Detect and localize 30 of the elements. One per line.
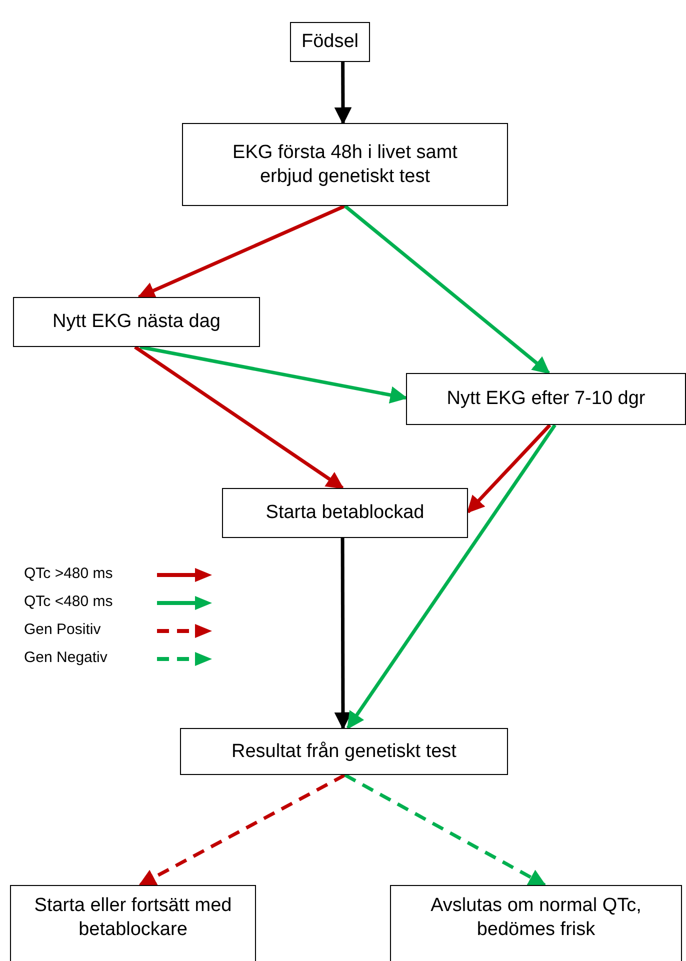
legend-label: Gen Negativ — [24, 649, 108, 666]
process-box — [180, 728, 508, 775]
box-label: Resultat från genetiskt test — [232, 740, 456, 764]
process-box — [222, 488, 468, 538]
arrow — [334, 538, 352, 730]
arrow — [138, 773, 346, 887]
process-box — [182, 123, 508, 206]
process-box — [13, 297, 260, 347]
process-box — [10, 885, 256, 961]
legend-label: Gen Positiv — [24, 621, 101, 638]
arrow — [134, 346, 344, 490]
box-label: Nytt EKG efter 7-10 dgr — [446, 387, 646, 411]
legend-label: QTc >480 ms — [24, 565, 113, 582]
box-label: Starta betablockad — [266, 501, 424, 525]
arrow — [137, 204, 346, 299]
box-label: Nytt EKG nästa dag — [52, 310, 220, 334]
arrow — [140, 345, 408, 404]
legend-label: QTc <480 ms — [24, 593, 113, 610]
box-label: Avslutas om normal QTc, bedömes frisk — [430, 894, 642, 942]
process-box — [390, 885, 682, 961]
process-box — [290, 22, 370, 62]
arrow — [466, 424, 552, 514]
arrow — [344, 204, 550, 374]
box-label: Födsel — [301, 30, 359, 54]
arrow — [334, 62, 352, 125]
arrow — [344, 773, 546, 887]
box-label: EKG första 48h i livet samt erbjud genetiskt test — [232, 140, 458, 188]
box-label: Starta eller fortsätt med betablockare — [33, 894, 233, 942]
process-box — [406, 373, 686, 425]
arrow — [346, 424, 556, 730]
